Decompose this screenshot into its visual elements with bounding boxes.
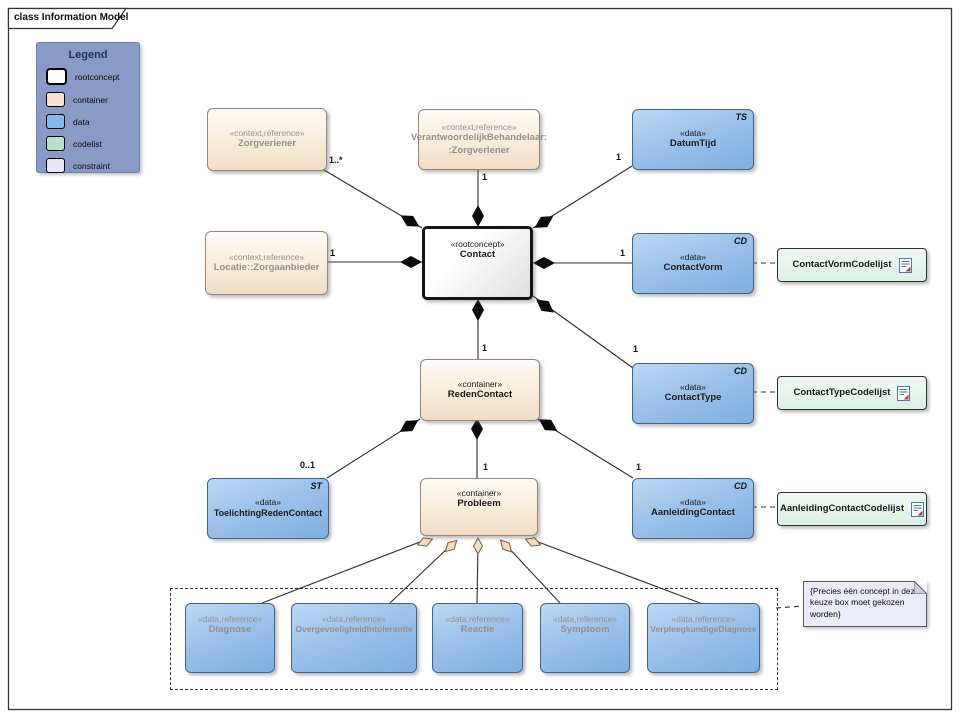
- stereotype: «rootconcept»: [450, 239, 505, 249]
- multiplicity-probleem: 1: [483, 462, 489, 472]
- stereotype: «data»: [680, 128, 706, 139]
- stereotype: «data»: [680, 497, 706, 508]
- stereotype: «data»: [680, 252, 706, 263]
- stereotype: «data,reference»: [197, 614, 263, 624]
- constraint-swatch-icon: [46, 158, 65, 173]
- diagram-title: class Information Model: [14, 12, 129, 23]
- stereotype: «context,reference»: [441, 121, 517, 132]
- stereotype: «context,reference»: [229, 128, 305, 139]
- note-fold-icon: [914, 581, 927, 594]
- node-name: ContactType: [664, 392, 722, 404]
- stereotype: «data,reference»: [552, 614, 618, 624]
- datatype-code: ST: [310, 481, 322, 491]
- node-aanleidingcontactcodelijst[interactable]: AanleidingContactCodelijst: [777, 492, 927, 526]
- datatype-code: TS: [735, 112, 747, 122]
- stereotype: «data»: [255, 497, 281, 508]
- stereotype: «data,reference»: [671, 614, 736, 624]
- node-symptoom[interactable]: «data,reference» Symptoom: [540, 603, 630, 673]
- multiplicity-redencontact: 1: [482, 343, 488, 353]
- node-aanleidingcontact[interactable]: CD «data» AanleidingContact: [632, 478, 754, 539]
- node-contactvorm[interactable]: CD «data» ContactVorm: [632, 233, 754, 294]
- stereotype: «data»: [680, 382, 706, 393]
- node-datumtijd[interactable]: TS «data» DatumTijd: [632, 109, 754, 170]
- codelist-document-icon: [911, 501, 925, 517]
- node-verpleegkundigediagnose[interactable]: «data,reference» VerpleegkundigeDiagnose: [647, 603, 760, 673]
- rootconcept-swatch-icon: [46, 68, 67, 85]
- multiplicity-zorgverlener: 1..*: [329, 155, 343, 165]
- legend-label: codelist: [73, 138, 102, 149]
- node-contacttype[interactable]: CD «data» ContactType: [632, 363, 754, 424]
- legend-item-codelist: codelist: [46, 136, 139, 151]
- datatype-code: CD: [734, 481, 747, 491]
- stereotype: «context,reference»: [228, 251, 305, 262]
- legend: Legend rootconcept container data codeli…: [36, 42, 140, 173]
- node-probleem[interactable]: «container» Probleem: [420, 478, 538, 536]
- node-diagnose[interactable]: «data,reference» Diagnose: [185, 603, 275, 673]
- stereotype: «container»: [456, 488, 502, 498]
- node-reactie[interactable]: «data,reference» Reactie: [432, 603, 523, 673]
- node-name: AanleidingContact: [651, 507, 735, 519]
- legend-label: data: [73, 116, 90, 127]
- constraint-text: {Precies één concept in deze keuze box m…: [810, 586, 920, 619]
- node-name: VerpleegkundigeDiagnose: [650, 624, 757, 634]
- multiplicity-toelichtingredencontact: 0..1: [300, 460, 316, 470]
- node-name: VerantwoordelijkBehandelaar:: [410, 131, 548, 143]
- node-name: ContactVorm: [663, 262, 723, 274]
- legend-item-constraint: constraint: [46, 158, 139, 173]
- legend-title: Legend: [68, 49, 108, 61]
- container-swatch-icon: [46, 92, 65, 107]
- node-toelichtingredencontact[interactable]: ST «data» ToelichtingRedenContact: [207, 478, 329, 539]
- node-name: Contact: [459, 249, 496, 260]
- choice-group-boundary: [170, 588, 778, 690]
- multiplicity-datumtijd: 1: [616, 152, 622, 162]
- codelist-document-icon: [897, 385, 911, 401]
- codelist-document-icon: [898, 257, 912, 273]
- data-swatch-icon: [46, 114, 65, 129]
- multiplicity-locatie: 1: [330, 248, 336, 258]
- stereotype: «data,reference»: [445, 614, 510, 624]
- node-contacttypecodelijst[interactable]: ContactTypeCodelijst: [777, 376, 927, 410]
- datatype-code: CD: [734, 366, 747, 376]
- multiplicity-contactvorm: 1: [620, 248, 626, 258]
- multiplicity-verantwoordelijkbehandelaar: 1: [482, 172, 488, 182]
- node-name: DatumTijd: [669, 138, 717, 150]
- codelist-name: ContactTypeCodelijst: [793, 386, 891, 398]
- legend-item-container: container: [46, 92, 139, 107]
- node-overgevoeligheidintolerantie[interactable]: «data,reference» OvergevoeligheidIntoler…: [291, 603, 417, 673]
- stereotype: «container»: [457, 378, 503, 389]
- node-name: OvergevoeligheidIntolerantie: [295, 624, 413, 634]
- node-name: Zorgverlener: [237, 138, 297, 150]
- node-contactvormcodelijst[interactable]: ContactVormCodelijst: [777, 248, 927, 282]
- node-locatie-zorgaanbieder[interactable]: «context,reference» Locatie::Zorgaanbied…: [205, 231, 328, 295]
- codelist-name: ContactVormCodelijst: [792, 258, 892, 270]
- node-verantwoordelijkbehandelaar[interactable]: «context,reference» VerantwoordelijkBeha…: [411, 109, 547, 170]
- codelist-swatch-icon: [46, 136, 65, 151]
- legend-label: rootconcept: [75, 71, 120, 82]
- multiplicity-contacttype: 1: [633, 344, 639, 354]
- node-redencontact[interactable]: «container» RedenContact: [420, 359, 540, 421]
- node-name: ToelichtingRedenContact: [213, 508, 323, 519]
- constraint-note[interactable]: {Precies één concept in deze keuze box m…: [803, 581, 927, 627]
- node-name: Symptoom: [560, 624, 610, 635]
- node-name: Diagnose: [208, 624, 252, 635]
- node-name: Locatie::Zorgaanbieder: [213, 261, 320, 273]
- node-name: Probleem: [457, 498, 501, 509]
- legend-label: constraint: [73, 160, 110, 171]
- node-name: RedenContact: [447, 388, 513, 400]
- multiplicity-aanleidingcontact: 1: [636, 462, 642, 472]
- legend-item-rootconcept: rootconcept: [46, 68, 139, 85]
- node-name-line2: :Zorgverlener: [448, 144, 510, 156]
- legend-label: container: [73, 94, 108, 105]
- node-zorgverlener[interactable]: «context,reference» Zorgverlener: [207, 108, 327, 171]
- node-name: Reactie: [460, 624, 495, 635]
- legend-item-data: data: [46, 114, 139, 129]
- node-contact[interactable]: «rootconcept» Contact: [422, 226, 533, 300]
- codelist-name: AanleidingContactCodelijst: [779, 502, 905, 514]
- datatype-code: CD: [734, 236, 747, 246]
- stereotype: «data,reference»: [321, 614, 387, 624]
